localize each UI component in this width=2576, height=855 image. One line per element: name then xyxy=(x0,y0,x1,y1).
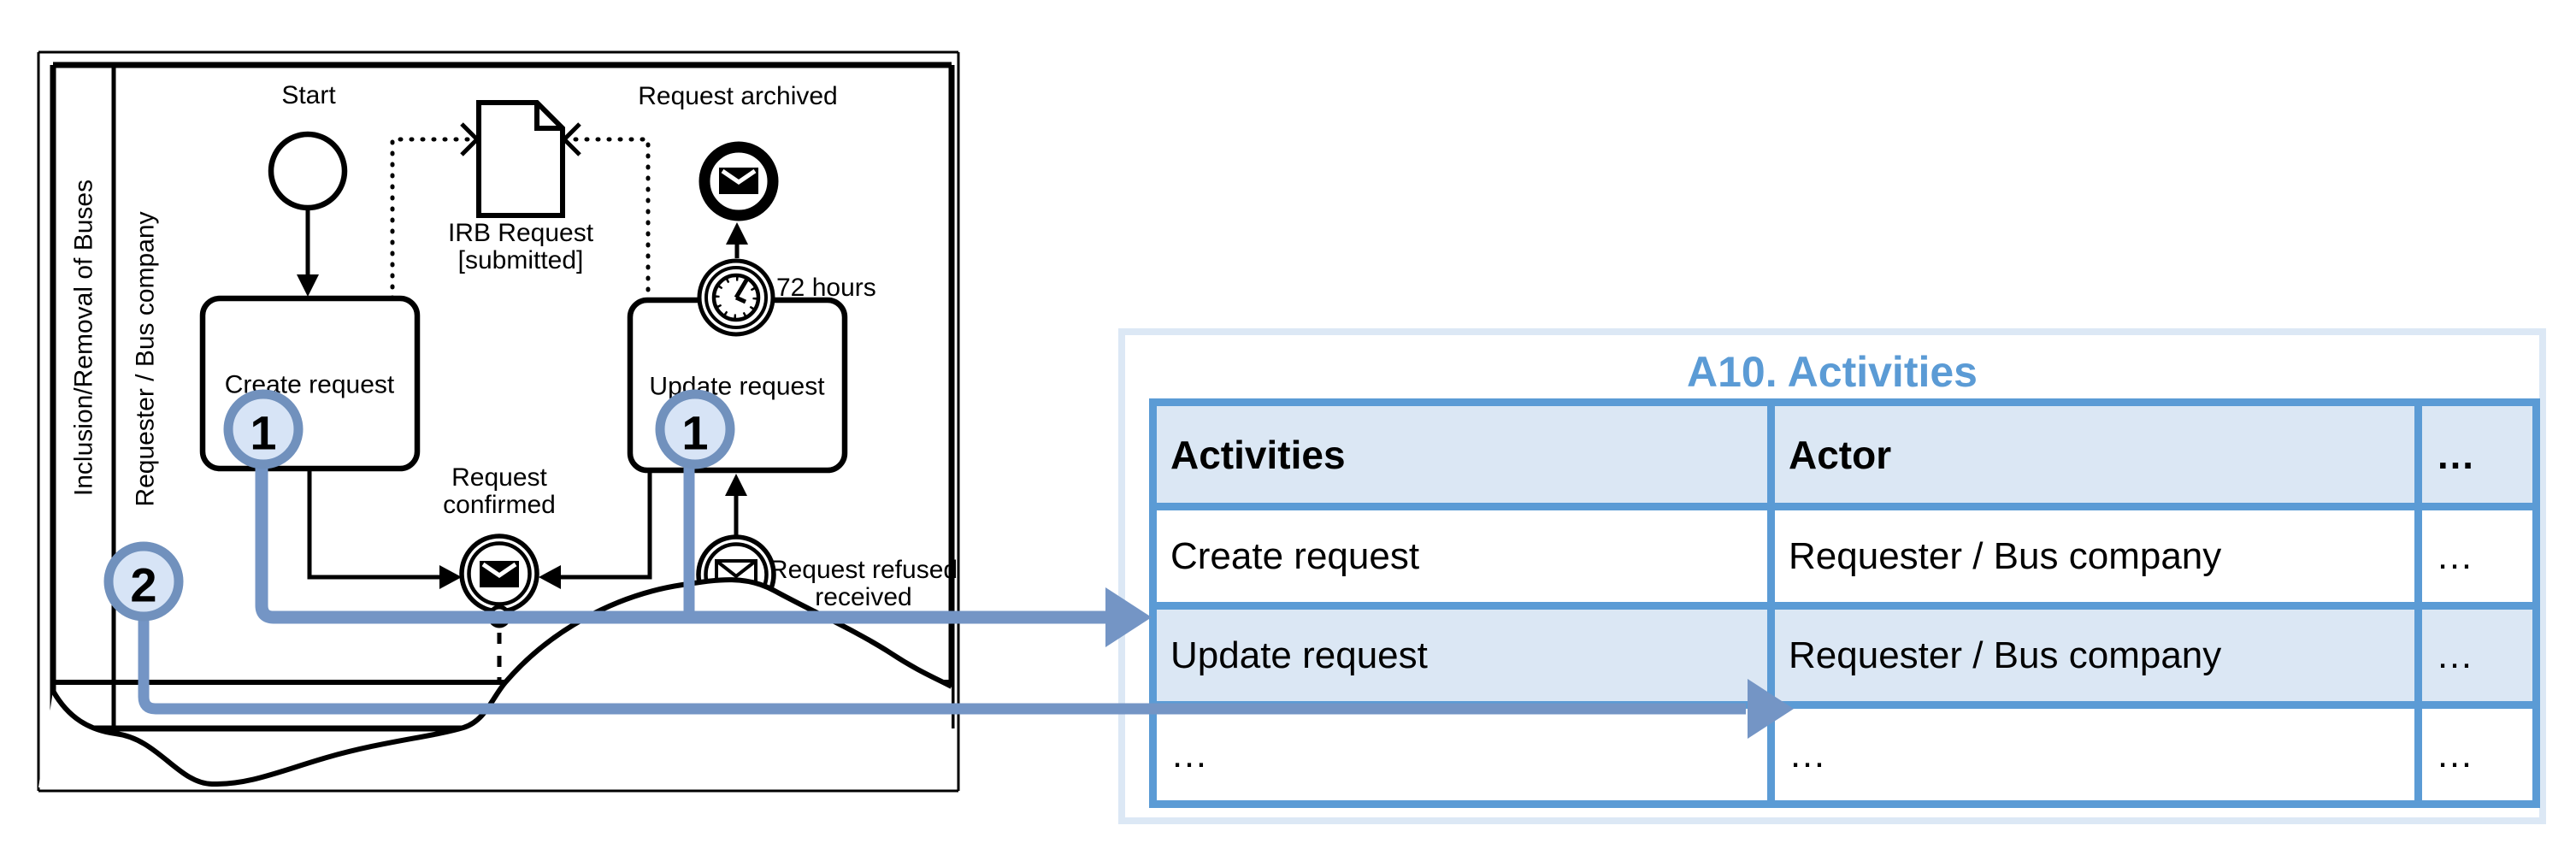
activities-table: Activities Actor … Create request Reques… xyxy=(1149,398,2540,808)
panel-title: A10. Activities xyxy=(1687,348,1978,396)
start-label: Start xyxy=(281,81,336,109)
data-object-icon xyxy=(476,100,565,218)
cell-activity: Update request xyxy=(1149,602,1775,709)
association-arrowhead-left xyxy=(460,122,480,156)
table-row: … … … xyxy=(1149,701,2540,808)
association-arrowhead-right xyxy=(561,122,581,156)
refused-label-line2: received xyxy=(815,583,911,611)
lane-label: Requester / Bus company xyxy=(132,211,160,506)
column-header-activities: Activities xyxy=(1149,398,1775,510)
create-request-task-label: Create request xyxy=(225,371,395,399)
flow-timer-to-archived xyxy=(726,222,748,258)
association-create-to-doc xyxy=(390,137,471,301)
flow-start-to-create xyxy=(297,209,319,297)
message-throw-event-icon xyxy=(459,534,539,614)
column-header-actor: Actor xyxy=(1767,398,2422,510)
refused-label-line1: Request refused xyxy=(769,556,958,584)
flow-refused-to-update xyxy=(725,474,747,536)
cell-more: … xyxy=(2414,701,2540,808)
start-event-icon xyxy=(268,131,348,211)
confirmed-label-line1: Request xyxy=(451,463,547,492)
message-end-event-icon xyxy=(699,141,779,221)
cell-activity: Create request xyxy=(1149,503,1775,610)
message-flow-stub xyxy=(487,604,511,684)
archived-label: Request archived xyxy=(638,82,837,110)
cell-more: … xyxy=(2414,602,2540,709)
cell-actor: Requester / Bus company xyxy=(1767,503,2422,610)
table-row: Create request Requester / Bus company … xyxy=(1149,503,2540,610)
table-header-row: Activities Actor … xyxy=(1149,398,2540,510)
update-request-task-label: Update request xyxy=(649,373,825,401)
cell-actor: … xyxy=(1767,701,2422,808)
column-header-more: … xyxy=(2414,398,2540,510)
cell-more: … xyxy=(2414,503,2540,610)
flow-create-to-confirmed xyxy=(307,469,462,589)
timer-event-icon xyxy=(697,258,775,337)
flow-update-to-confirmed xyxy=(539,471,652,589)
confirmed-label-line2: confirmed xyxy=(443,491,556,519)
activities-panel: A10. Activities Activities Actor … Creat… xyxy=(1118,328,2546,824)
data-object-label-line1: IRB Request xyxy=(448,219,594,247)
cell-actor: Requester / Bus company xyxy=(1767,602,2422,709)
timer-label: 72 hours xyxy=(776,274,876,302)
cell-activity: … xyxy=(1149,701,1775,808)
association-update-to-doc xyxy=(570,137,651,304)
table-row: Update request Requester / Bus company … xyxy=(1149,602,2540,709)
pool-label: Inclusion/Removal of Buses xyxy=(70,180,98,496)
data-object-label-line2: [submitted] xyxy=(458,246,584,274)
